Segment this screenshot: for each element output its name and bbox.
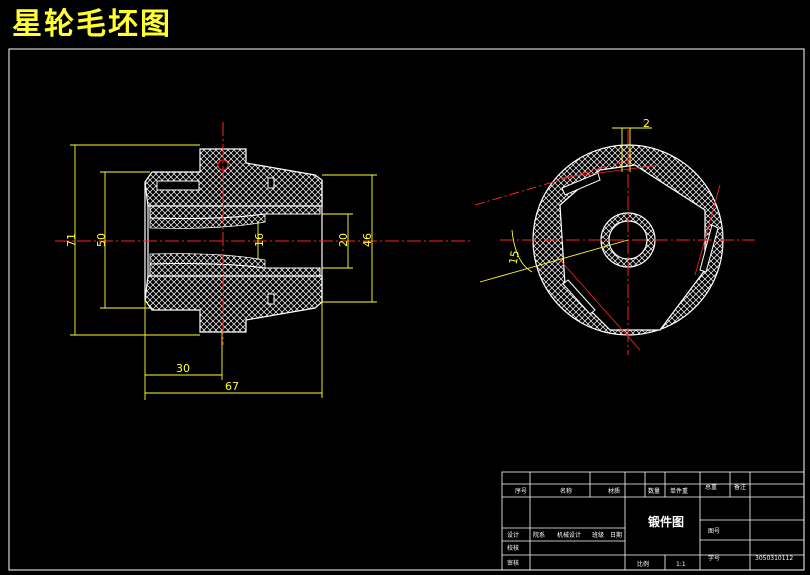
tb-name: 名称	[560, 487, 572, 495]
upper-wall-section	[144, 148, 323, 207]
tb-student-no-label: 学号	[708, 554, 720, 562]
slot-cutout	[156, 180, 200, 191]
dim-2: 2	[643, 117, 650, 130]
side-dimensions	[479, 127, 652, 283]
tb-c4: 日期	[610, 531, 622, 539]
step-notch-lower	[267, 293, 275, 305]
tb-weight: 单件重	[670, 487, 688, 495]
tb-scale-label: 比例	[637, 560, 649, 568]
spring-pockets	[561, 172, 719, 315]
dim-67: 67	[225, 380, 239, 393]
tb-c3: 班级	[592, 531, 604, 539]
tb-material: 材质	[608, 487, 620, 495]
tb-drawing-name: 锻件图	[648, 514, 684, 529]
tb-review: 审核	[507, 559, 519, 567]
tb-student-no: 3050310112	[755, 555, 793, 562]
drawing-frame	[8, 48, 805, 571]
title-block-text: 序号 名称 材质 数量 单件重 总重 备注 锻件图 设计 院系 机械设计 班级 …	[507, 483, 793, 568]
front-section-view: 71 50 16 20 46 30 67	[55, 122, 470, 400]
side-construction-line-4	[559, 259, 641, 351]
dim-15: 15	[507, 249, 522, 265]
side-construction-line-3	[694, 184, 721, 276]
tb-c2: 机械设计	[557, 531, 581, 539]
dim-50: 50	[95, 233, 108, 247]
dim-46: 46	[361, 233, 374, 247]
lower-wall-section	[144, 275, 323, 333]
tb-remark: 备注	[734, 483, 746, 491]
tb-scale-value: 1:1	[676, 561, 686, 568]
tb-design: 设计	[507, 531, 519, 539]
title-block	[501, 471, 805, 571]
side-section-view: 2 15	[474, 117, 755, 355]
tb-seq: 序号	[515, 487, 527, 495]
drawing-title: 星轮毛坯图	[12, 7, 172, 42]
hub-section-lower	[149, 253, 266, 269]
hub-section	[149, 213, 266, 229]
dim-20: 20	[337, 233, 350, 247]
dim-16: 16	[253, 233, 266, 247]
dim-71: 71	[65, 233, 78, 247]
dim-30: 30	[176, 362, 190, 375]
front-dimensions	[70, 144, 377, 400]
step-notch-upper	[267, 177, 275, 189]
tb-drawing-no-label: 图号	[708, 528, 720, 535]
side-construction-line-1	[474, 159, 629, 206]
tb-mass: 总重	[705, 483, 717, 491]
side-construction-line-2	[559, 164, 661, 179]
tb-quantity: 数量	[648, 487, 660, 495]
tb-check: 校核	[507, 544, 519, 552]
tb-c1: 院系	[533, 531, 545, 539]
